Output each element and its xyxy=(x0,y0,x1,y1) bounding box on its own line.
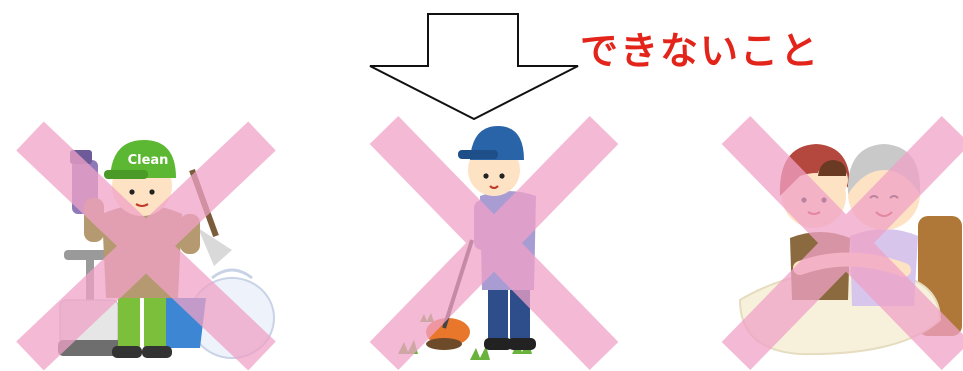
cap-logo-text: Clean xyxy=(128,153,169,168)
cross-mark-1-icon xyxy=(16,121,276,371)
cross-mark-2-icon xyxy=(369,116,619,370)
cannot-do-caption: できないこと xyxy=(580,29,821,73)
cross-mark-3-icon xyxy=(721,116,963,370)
down-arrow-icon xyxy=(369,13,579,121)
